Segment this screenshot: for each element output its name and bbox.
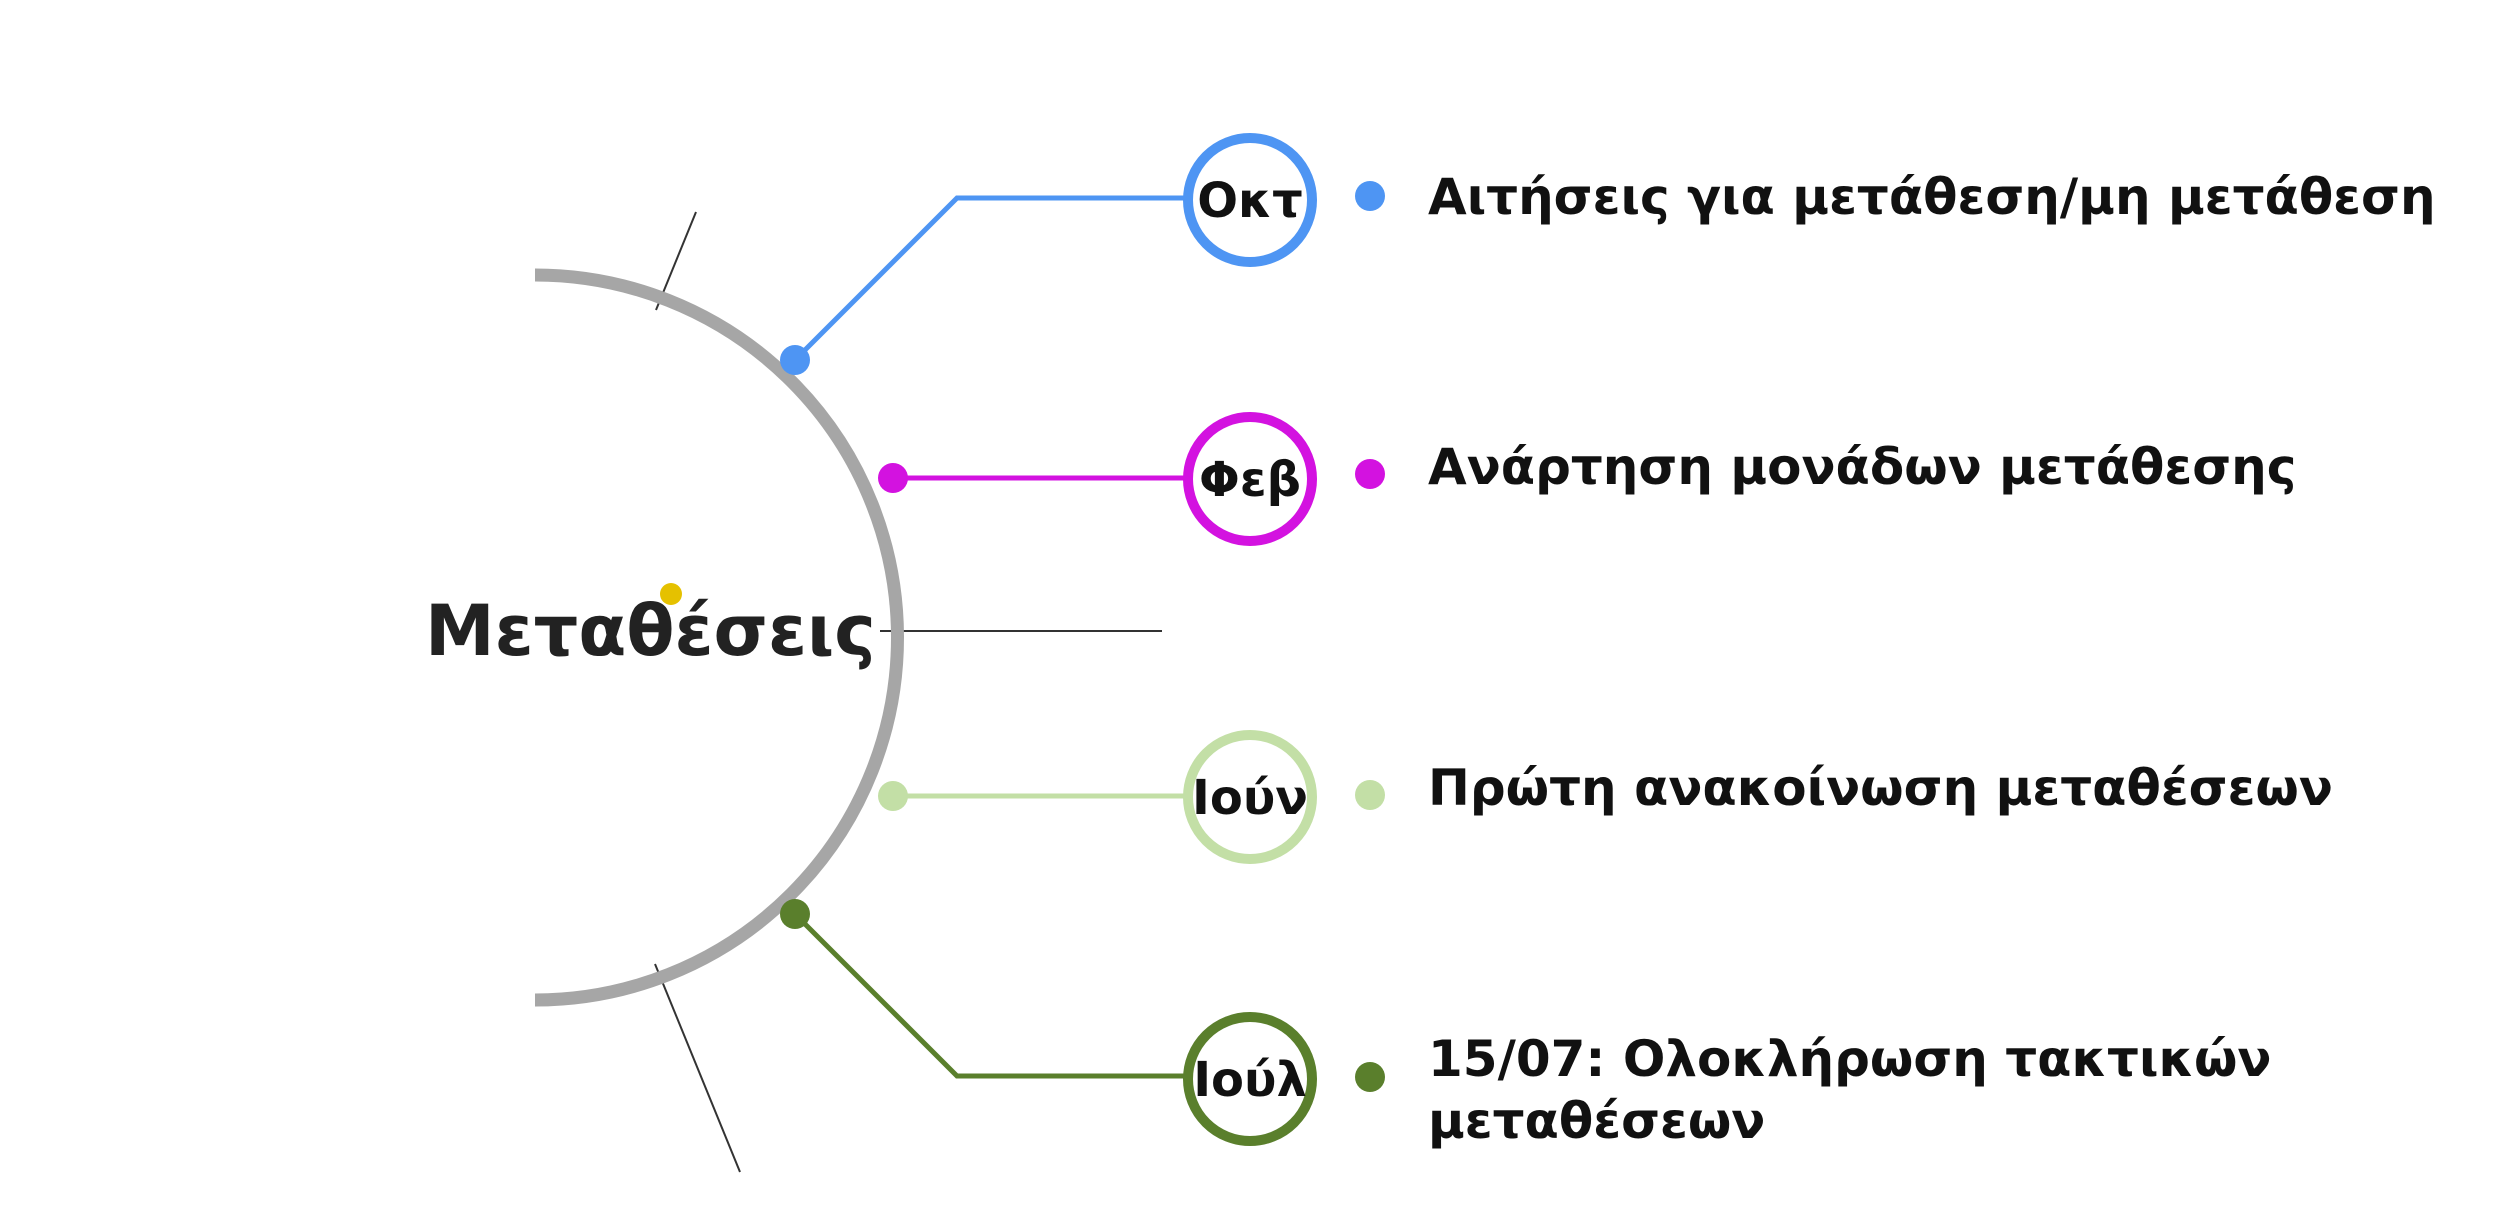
month-circle bbox=[1183, 730, 1317, 864]
month-label: Οκτ bbox=[1197, 173, 1303, 229]
decor-line-bottom bbox=[654, 963, 741, 1173]
month-circle bbox=[1183, 1012, 1317, 1146]
month-circle bbox=[1183, 412, 1317, 546]
item-text-line: Πρώτη ανακοίνωση μεταθέσεων bbox=[1428, 759, 2333, 817]
arc-node-dot bbox=[780, 345, 810, 375]
arc-node-dot bbox=[780, 899, 810, 929]
timeline-item: Ιούν Πρώτη ανακοίνωση μεταθέσεων bbox=[878, 730, 2333, 864]
connector-line bbox=[793, 195, 1187, 362]
accent-dot bbox=[660, 583, 682, 605]
item-text-line: Αιτήσεις για μετάθεση/μη μετάθεση bbox=[1428, 168, 2436, 226]
item-text-line: 15/07: Ολοκλήρωση τακτικών bbox=[1428, 1030, 2271, 1088]
month-circle bbox=[1183, 133, 1317, 267]
timeline-item: Φεβ Ανάρτηση μονάδων μετάθεσης bbox=[878, 412, 2296, 546]
month-label: Ιούλ bbox=[1193, 1052, 1307, 1108]
arc-node-dot bbox=[878, 463, 908, 493]
bullet-dot bbox=[1355, 780, 1385, 810]
item-text: Ανάρτηση μονάδων μετάθεσης bbox=[1428, 438, 2296, 496]
month-label: Φεβ bbox=[1199, 452, 1301, 508]
bullet-dot bbox=[1355, 1062, 1385, 1092]
month-label: Ιούν bbox=[1192, 770, 1308, 826]
timeline-item: Οκτ Αιτήσεις για μετάθεση/μη μετάθεση bbox=[780, 133, 2436, 375]
item-text: Πρώτη ανακοίνωση μεταθέσεων bbox=[1428, 759, 2333, 817]
item-text-line: μεταθέσεων bbox=[1428, 1092, 1765, 1150]
center-arc bbox=[534, 268, 904, 1007]
arc-node-dot bbox=[878, 781, 908, 811]
bullet-dot bbox=[1355, 459, 1385, 489]
center-title: Μεταθέσεις bbox=[425, 590, 876, 672]
connector-line bbox=[793, 912, 1187, 1079]
item-text-line: Ανάρτηση μονάδων μετάθεσης bbox=[1428, 438, 2296, 496]
bullet-dot bbox=[1355, 181, 1385, 211]
item-text: Αιτήσεις για μετάθεση/μη μετάθεση bbox=[1428, 168, 2436, 226]
